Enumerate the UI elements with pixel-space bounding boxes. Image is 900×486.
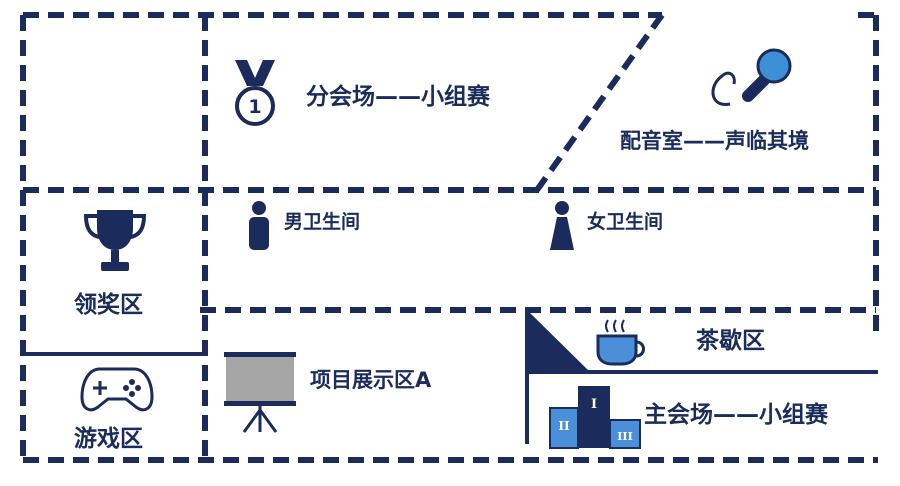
woman-icon — [550, 201, 574, 250]
podium-mark-second: II — [558, 419, 570, 433]
medal-icon: 1 — [235, 60, 275, 126]
podium-mark-first: I — [591, 397, 597, 412]
man-icon — [249, 201, 269, 250]
label-main-venue: 主会场——小组赛 — [644, 402, 828, 428]
coffee-cup-icon — [596, 319, 645, 366]
wall-diagonal-dubbing — [534, 13, 665, 192]
trophy-icon — [83, 210, 147, 271]
podium-mark-third: III — [617, 430, 632, 443]
label-mens-room: 男卫生间 — [284, 211, 361, 233]
medal-number: 1 — [248, 96, 261, 118]
podium-icon: I II III — [549, 386, 641, 449]
label-tea-zone: 茶歇区 — [696, 328, 765, 354]
projector-screen-icon — [224, 352, 296, 433]
label-dubbing-room: 配音室——声临其境 — [620, 129, 809, 153]
label-womens-room: 女卫生间 — [587, 211, 664, 233]
label-exhibit-zone: 项目展示区A — [310, 368, 432, 392]
wall-tea-wedge — [527, 310, 590, 372]
label-sub-venue: 分会场——小组赛 — [306, 84, 490, 110]
label-game-zone: 游戏区 — [74, 426, 143, 452]
label-awards-zone: 领奖区 — [74, 292, 143, 318]
gamepad-icon — [80, 367, 154, 412]
microphone-icon — [711, 48, 792, 106]
